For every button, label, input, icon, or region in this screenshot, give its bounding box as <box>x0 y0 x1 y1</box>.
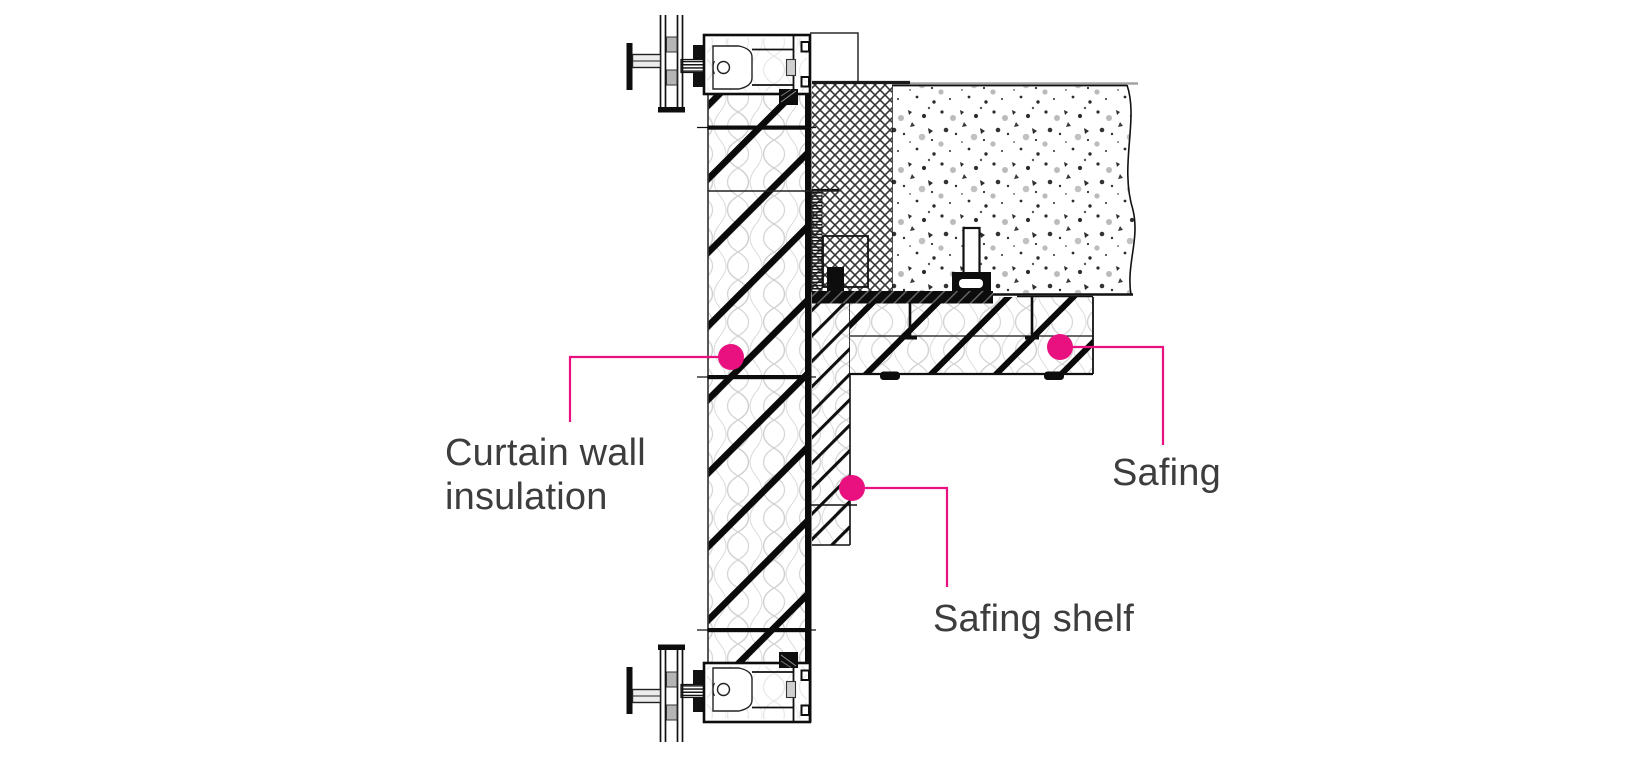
slab-break-line <box>1126 84 1136 296</box>
callout-line-curtain-wall-insulation <box>568 355 731 422</box>
gasket <box>693 45 704 60</box>
impaling-pin <box>1025 297 1039 340</box>
spandrel-fire-barrier-block <box>810 32 910 293</box>
anchor-box-outline <box>822 235 869 288</box>
shelf-clip <box>880 371 900 380</box>
shelf-clip <box>1044 371 1064 380</box>
callout-line-safing <box>1060 345 1165 445</box>
smoke-seal <box>812 291 993 304</box>
label-curtain-wall-insulation: Curtain wall insulation <box>445 432 646 519</box>
mullion-profile-box <box>702 33 812 96</box>
callout-dot-safing-shelf <box>839 475 865 501</box>
gasket <box>693 72 704 87</box>
impaling-pin <box>903 297 917 340</box>
pressure-plate-cover-cap <box>626 43 662 90</box>
label-safing: Safing <box>1112 452 1221 494</box>
slab-anchor-bolt <box>952 226 991 294</box>
label-safing-shelf: Safing shelf <box>933 598 1134 640</box>
callout-dot-safing <box>1047 334 1073 360</box>
curtain-wall-insulation-strip <box>697 92 838 722</box>
concrete-slab <box>891 82 1138 296</box>
safing-insulation <box>850 295 1094 380</box>
callout-line-safing-shelf <box>852 486 949 587</box>
snap-clip <box>800 41 810 53</box>
curtain-wall-transom-assembly <box>626 15 812 113</box>
screw-channel-bulb <box>712 45 753 90</box>
snap-clip <box>800 76 810 88</box>
mullion-back-face-sheet <box>805 92 812 722</box>
callout-dot-curtain-wall-insulation <box>718 344 744 370</box>
firestop-clip <box>779 89 798 105</box>
insulated-glass-unit <box>658 15 685 113</box>
insulation-board-joints <box>697 125 838 633</box>
slab-edge-cover-line <box>810 32 859 82</box>
threaded-rod-strip <box>811 189 823 293</box>
safing-shelf-strip <box>810 303 857 546</box>
anchor-foot <box>827 267 844 292</box>
callouts <box>568 334 1165 587</box>
